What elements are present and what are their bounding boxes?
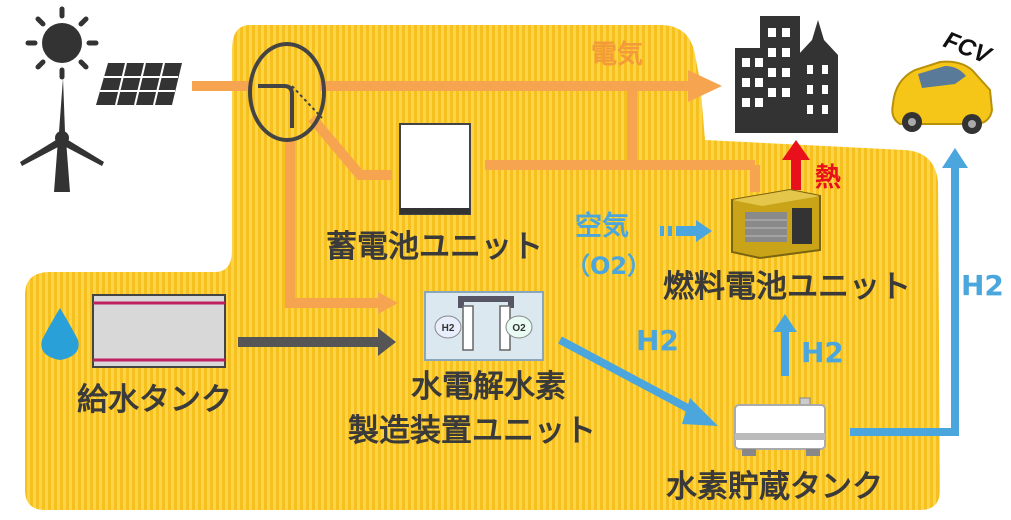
electricity-label: 電気	[591, 40, 644, 70]
electrolyzer-power-arrowhead	[378, 292, 398, 314]
sun-icon	[25, 6, 99, 80]
h2-to-fuelcell-arrowhead	[773, 314, 797, 332]
solar-panel-icon	[96, 62, 182, 106]
heat-label: 熱	[815, 163, 842, 193]
hydrogen-flow	[558, 165, 959, 436]
air-flow-arrow	[660, 220, 712, 242]
o2-cell-label: O2	[512, 323, 526, 334]
system-area	[25, 25, 940, 510]
city-buildings-icon	[735, 16, 838, 133]
electrolyzer-icon: H2 O2	[424, 291, 544, 361]
air-label: 空気	[575, 211, 629, 242]
h2-cell-label: H2	[442, 323, 455, 334]
electrolyzer-label-line1: 水電解水素	[411, 369, 566, 405]
water-flow-arrow	[238, 328, 396, 356]
battery-unit-label: 蓄電池ユニット	[326, 229, 543, 265]
h2-to-fcv-arrowhead	[942, 148, 968, 168]
o2-label: （O2）	[566, 252, 652, 280]
water-tank-icon	[92, 294, 226, 368]
h2-to-tank-arrowhead	[682, 398, 718, 426]
h2-label-to-tank: H2	[636, 324, 679, 357]
h2-label-to-fuelcell: H2	[801, 336, 844, 369]
fuel-cell-unit-label: 燃料電池ユニット	[663, 269, 911, 305]
wind-turbine-icon	[20, 78, 104, 192]
water-tank-label: 給水タンク	[77, 382, 232, 418]
fcv-car-icon	[891, 60, 994, 134]
electricity-arrowhead	[688, 70, 722, 102]
fuel-cell-icon	[731, 188, 821, 260]
electricity-flow	[192, 81, 760, 308]
battery-icon	[399, 123, 471, 215]
heat-arrow	[782, 140, 810, 190]
hydrogen-tank-icon	[734, 397, 826, 456]
electrolyzer-label-line2: 製造装置ユニット	[348, 413, 596, 449]
hydrogen-tank-label: 水素貯蔵タンク	[666, 469, 883, 505]
power-switch-icon	[248, 42, 326, 142]
h2-label-to-fcv: H2	[961, 269, 1004, 302]
water-drop-icon	[41, 308, 79, 360]
